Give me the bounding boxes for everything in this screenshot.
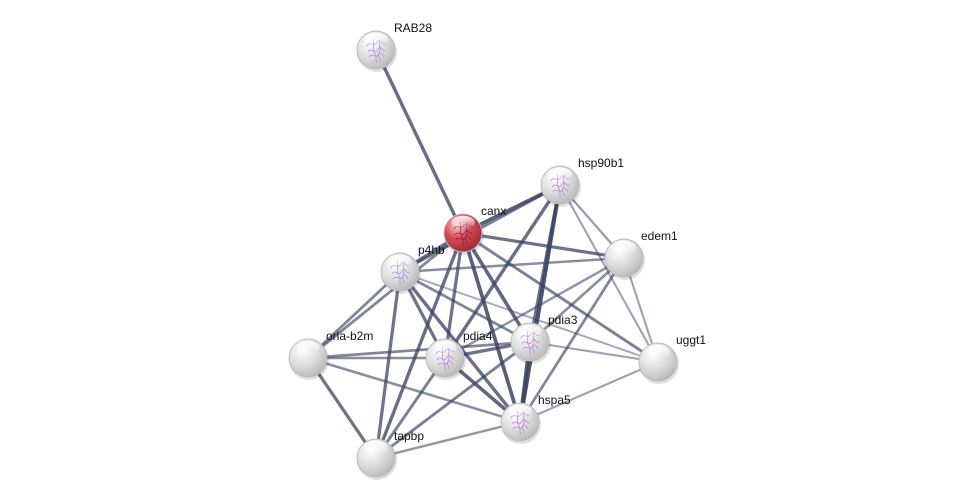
edge-pdia4-tapbp[interactable] (374, 356, 447, 460)
node-hsp90b1[interactable]: hsp90b1 (540, 156, 624, 207)
node-edem1[interactable]: edem1 (604, 229, 678, 280)
structure-strand (454, 230, 473, 236)
node-label: p4hb (418, 243, 445, 257)
node-pdia3[interactable]: pdia3 (510, 313, 578, 364)
node-label: uggt1 (676, 333, 706, 347)
node-RAB28[interactable]: RAB28 (356, 21, 432, 72)
edge-orla-b2m-hspa5[interactable] (306, 356, 522, 424)
structure-strand (521, 339, 540, 345)
edge-canx-uggt1[interactable] (461, 231, 660, 364)
node-label: edem1 (641, 229, 678, 243)
edge-hsp90b1-uggt1[interactable] (558, 183, 660, 364)
node-uggt1[interactable]: uggt1 (638, 333, 706, 384)
edge-hsp90b1-pdia4[interactable] (443, 183, 562, 360)
edge-RAB28-canx[interactable] (374, 48, 465, 235)
node-gloss (388, 254, 412, 269)
node-gloss (433, 340, 457, 355)
edge-p4hb-orla-b2m[interactable] (306, 270, 402, 360)
node-label: hspa5 (538, 393, 571, 407)
node-gloss (451, 215, 475, 230)
node-label: orla-b2m (326, 329, 373, 343)
node-label: canx (481, 204, 506, 218)
node-hspa5[interactable]: hspa5 (500, 393, 571, 444)
node-gloss (612, 240, 636, 255)
node-label: RAB28 (394, 21, 432, 35)
node-label: pdia3 (548, 313, 578, 327)
edge-hspa5-uggt1[interactable] (518, 360, 660, 424)
node-tapbp[interactable]: tapbp (356, 429, 424, 480)
node-gloss (646, 344, 670, 359)
node-gloss (518, 324, 542, 339)
edge-pdia3-orla-b2m[interactable] (306, 340, 532, 360)
node-gloss (548, 167, 572, 182)
structure-strand (436, 355, 455, 361)
structure-strand (367, 47, 386, 53)
edge-canx-tapbp[interactable] (374, 231, 465, 460)
node-pdia4[interactable]: pdia4 (425, 329, 493, 380)
edge-canx-pdia3[interactable] (461, 231, 532, 344)
edge-canx-hspa5[interactable] (461, 231, 522, 424)
edge-edem1-pdia4[interactable] (443, 256, 626, 360)
edge-pdia3-tapbp[interactable] (374, 340, 532, 460)
structure-strand (551, 182, 570, 188)
edge-canx-orla-b2m[interactable] (306, 231, 465, 360)
node-gloss (364, 32, 388, 47)
node-gloss (296, 340, 320, 355)
node-label: hsp90b1 (578, 156, 624, 170)
node-gloss (508, 404, 532, 419)
edge-edem1-pdia3[interactable] (528, 256, 626, 344)
structure-strand (391, 269, 410, 275)
edge-canx-edem1[interactable] (461, 231, 626, 260)
edge-pdia3-uggt1[interactable] (528, 340, 660, 364)
node-gloss (364, 440, 388, 455)
edge-p4hb-uggt1[interactable] (399, 271, 659, 363)
node-label: pdia4 (463, 329, 493, 343)
edge-canx-pdia4[interactable] (443, 231, 465, 360)
edge-edem1-hspa5[interactable] (518, 256, 626, 424)
nodes-layer: RAB28 hsp90b1 canx edem1 p4hb pdia3 orla-b2m pd… (288, 21, 706, 480)
structure-strand (511, 419, 530, 425)
edge-p4hb-pdia3[interactable] (398, 270, 532, 344)
edge-orla-b2m-tapbp[interactable] (306, 356, 378, 460)
node-p4hb[interactable]: p4hb (380, 243, 445, 294)
edge-p4hb-tapbp[interactable] (374, 270, 402, 460)
edge-edem1-p4hb[interactable] (398, 256, 626, 274)
node-canx[interactable]: canx (443, 204, 506, 255)
node-label: tapbp (394, 429, 424, 443)
edge-hspa5-tapbp[interactable] (374, 420, 522, 460)
node-orla-b2m[interactable]: orla-b2m (288, 329, 373, 380)
